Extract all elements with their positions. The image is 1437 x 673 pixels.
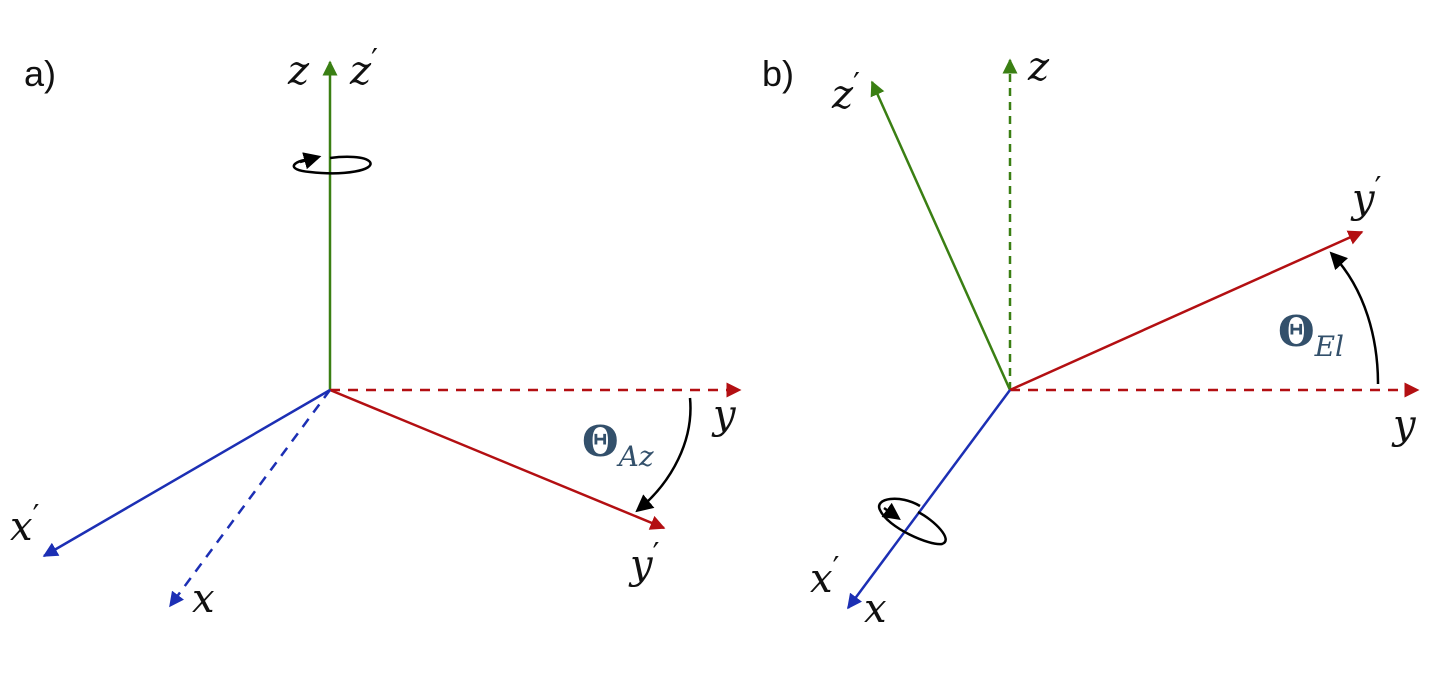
- panel-b-z-label: z: [1027, 44, 1050, 90]
- panel-a-y-prime-label: y′: [628, 537, 660, 588]
- panel-b-x-axis: [846, 389, 1012, 610]
- panel-b-x-label: x: [864, 586, 887, 632]
- panel-a-label: a): [24, 53, 56, 94]
- panel-a-y-prime-axis: [329, 388, 666, 530]
- panel-b-y-prime-axis: [1009, 230, 1364, 392]
- panel-b: b) z z′ y y′ x′ x ΘEl: [762, 44, 1420, 632]
- panel-a-x-label: x: [192, 576, 215, 622]
- panel-a-z-prime-label: z′: [349, 43, 378, 94]
- panel-b-rotation-icon: [877, 497, 947, 546]
- panel-b-angle-label: ΘEl: [1278, 307, 1344, 363]
- panel-b-y-label: y: [1391, 402, 1417, 448]
- panel-a-x-prime-axis: [42, 388, 331, 558]
- panel-a-z-label: z: [287, 48, 310, 94]
- panel-a-x-prime-label: x′: [10, 499, 40, 550]
- panel-b-y-prime-label: y′: [1350, 171, 1382, 222]
- panel-b-label: b): [762, 53, 794, 94]
- panel-a: a) z z′ y y′ x x′ ΘAz: [10, 43, 742, 622]
- panel-b-angle-arc: [1329, 251, 1380, 385]
- panel-a-angle-arc: [635, 397, 692, 513]
- panel-b-z-prime-label: z′: [831, 67, 860, 118]
- panel-b-z-prime-axis: [870, 80, 1012, 391]
- panel-a-x-axis: [168, 389, 332, 608]
- panel-a-rotation-icon: [292, 152, 372, 175]
- panel-a-y-label: y: [711, 392, 737, 438]
- panel-b-x-prime-label: x′: [810, 551, 840, 602]
- panel-a-angle-label: ΘAz: [582, 417, 654, 473]
